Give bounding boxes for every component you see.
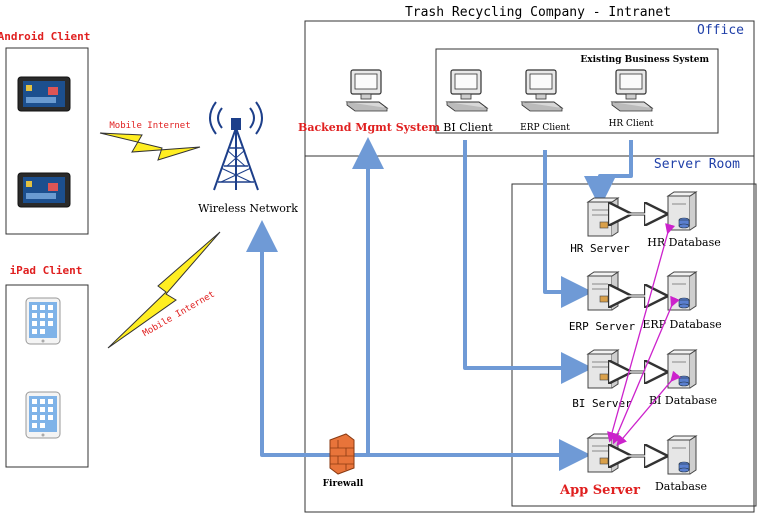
- computer-icon: [346, 69, 388, 112]
- link-erp-client-server: [543, 150, 593, 308]
- android-client-label: Android Client: [0, 30, 90, 43]
- computer-icon: [521, 69, 563, 112]
- server-icon: [587, 433, 619, 473]
- database-label: Database: [655, 480, 707, 493]
- existing-system-frame: [435, 48, 719, 134]
- office-zone-label: Office: [697, 23, 744, 38]
- database-icon: [667, 271, 697, 311]
- android-client-panel: [5, 47, 89, 235]
- bi-server-label: BI Server: [572, 397, 632, 410]
- android-tablet-icon: [17, 76, 71, 112]
- sync-bi-app: [616, 370, 682, 446]
- ipad-client-panel: [5, 284, 89, 468]
- hr-client-label: HR Client: [609, 119, 654, 129]
- office-zone-frame: [304, 20, 755, 513]
- bi-client-label: BI Client: [443, 121, 493, 134]
- android-tablet-icon: [17, 172, 71, 208]
- ipad-icon: [25, 391, 61, 439]
- app-server-label: App Server: [559, 483, 640, 498]
- link-bi-client-server: [463, 140, 593, 384]
- database-icon: [667, 191, 697, 231]
- erp-server-label: ERP Server: [569, 320, 636, 333]
- firewall-label: Firewall: [323, 479, 364, 489]
- server-icon: [587, 197, 619, 237]
- wireless-network-label: Wireless Network: [198, 202, 298, 215]
- erp-database-label: ERP Database: [642, 318, 721, 331]
- server-icon: [587, 271, 619, 311]
- hr-server-label: HR Server: [570, 242, 630, 255]
- mobile-internet-label: Mobile Internet: [109, 121, 190, 131]
- link-hr-client-server: [584, 140, 633, 208]
- lightning-bolt-icon: [107, 231, 221, 349]
- firewall-icon: [329, 433, 355, 475]
- lightning-bolt-icon: [99, 132, 201, 161]
- database-icon: [667, 435, 697, 475]
- ipad-client-label: iPad Client: [10, 264, 83, 277]
- diagram-title: Trash Recycling Company - Intranet: [405, 5, 671, 20]
- ipad-icon: [25, 297, 61, 345]
- link-app-wireless: [246, 220, 586, 457]
- antenna-tower-icon: [209, 101, 263, 191]
- database-icon: [667, 349, 697, 389]
- existing-system-label: Existing Business System: [580, 55, 709, 65]
- computer-icon: [611, 69, 653, 112]
- server-group-frame: [511, 183, 757, 507]
- server-room-label: Server Room: [654, 157, 740, 172]
- backend-mgmt-label: Backend Mgmt System: [298, 121, 440, 134]
- server-icon: [587, 349, 619, 389]
- erp-client-label: ERP Client: [520, 123, 570, 133]
- hr-database-label: HR Database: [647, 236, 720, 249]
- computer-icon: [446, 69, 488, 112]
